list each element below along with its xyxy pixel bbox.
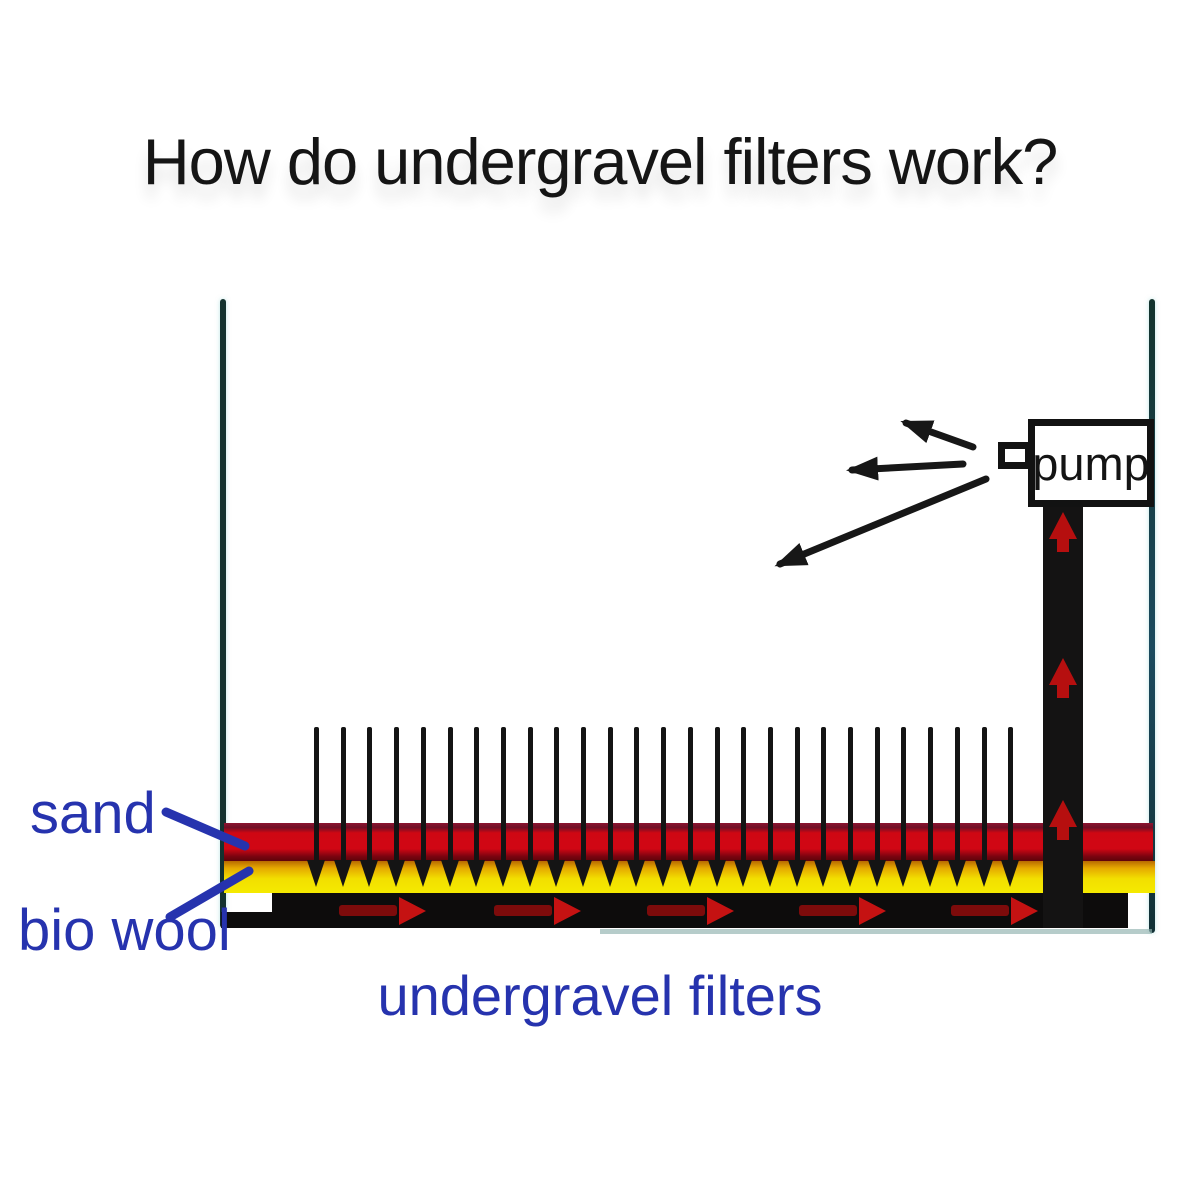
down-flow-arrow-line	[474, 727, 479, 864]
down-flow-arrow-line	[394, 727, 399, 864]
plate-flow-arrow-head	[1011, 897, 1038, 925]
down-flow-arrow-line	[768, 727, 773, 864]
down-flow-arrow-head	[467, 860, 485, 887]
down-flow-arrow-head	[547, 860, 565, 887]
down-flow-arrow-head	[841, 860, 859, 887]
page-title: How do undergravel filters work?	[142, 125, 1059, 198]
down-flow-arrow-line	[554, 727, 559, 864]
down-flow-arrow-head	[627, 860, 645, 887]
down-flow-arrow-head	[307, 860, 325, 887]
pump-spray-arrow-left	[846, 456, 967, 481]
down-flow-arrow-line	[341, 727, 346, 864]
plate-flow-arrow-head	[554, 897, 581, 925]
plate-flow-arrow-tail	[647, 905, 705, 916]
undergravel-filters-label: undergravel filters	[377, 964, 823, 1027]
down-flow-arrow-line	[795, 727, 800, 864]
down-flow-arrow-line	[688, 727, 693, 864]
tank-right-wall	[1149, 299, 1155, 933]
down-flow-arrow-head	[360, 860, 378, 887]
plate-flow-arrow-head	[707, 897, 734, 925]
down-flow-arrow-line	[982, 727, 987, 864]
plate-flow-arrow-head	[859, 897, 886, 925]
sand-label: sand	[30, 781, 156, 846]
tube-up-arrow-stem	[1057, 685, 1069, 698]
down-flow-arrow-line	[821, 727, 826, 864]
down-flow-arrow-line	[901, 727, 906, 864]
down-flow-arrow-head	[761, 860, 779, 887]
down-flow-arrow-line	[1008, 727, 1013, 864]
bio-wool-label: bio wool	[18, 898, 231, 963]
tube-up-arrow-head	[1049, 512, 1077, 539]
down-flow-arrow-line	[528, 727, 533, 864]
tube-up-arrow-stem	[1057, 827, 1069, 840]
down-flow-arrow-line	[955, 727, 960, 864]
down-flow-arrow-line	[634, 727, 639, 864]
down-flow-arrow-head	[894, 860, 912, 887]
down-flow-arrow-head	[788, 860, 806, 887]
pump-outlet-nozzle	[998, 442, 1032, 469]
plate-flow-arrow-tail	[494, 905, 552, 916]
pump-box: pump	[1028, 419, 1154, 507]
down-flow-arrow-head	[441, 860, 459, 887]
down-flow-arrow-line	[367, 727, 372, 864]
down-flow-arrow-head	[734, 860, 752, 887]
down-flow-arrow-head	[868, 860, 886, 887]
pump-spray-arrow-down	[774, 475, 990, 568]
down-flow-arrow-head	[574, 860, 592, 887]
down-flow-arrow-head	[1001, 860, 1019, 887]
down-flow-arrow-line	[848, 727, 853, 864]
down-flow-arrow-head	[414, 860, 432, 887]
plate-flow-arrow-head	[399, 897, 426, 925]
down-flow-arrow-line	[581, 727, 586, 864]
down-flow-arrow-line	[661, 727, 666, 864]
down-flow-arrow-head	[921, 860, 939, 887]
plate-flow-arrow-tail	[951, 905, 1009, 916]
down-flow-arrow-head	[708, 860, 726, 887]
down-flow-arrow-line	[314, 727, 319, 864]
down-flow-arrow-head	[814, 860, 832, 887]
down-flow-arrow-line	[421, 727, 426, 864]
pump-label: pump	[1032, 436, 1150, 490]
down-flow-arrow-line	[875, 727, 880, 864]
down-flow-arrow-head	[681, 860, 699, 887]
tube-up-arrow-head	[1049, 658, 1077, 685]
down-flow-arrow-head	[601, 860, 619, 887]
down-flow-arrow-line	[928, 727, 933, 864]
plate-flow-arrow-tail	[339, 905, 397, 916]
down-flow-arrow-head	[521, 860, 539, 887]
down-flow-arrow-head	[387, 860, 405, 887]
down-flow-arrow-line	[608, 727, 613, 864]
down-flow-arrow-head	[494, 860, 512, 887]
down-flow-arrow-line	[448, 727, 453, 864]
down-flow-arrow-head	[334, 860, 352, 887]
filter-plate-shadow	[600, 929, 1152, 934]
tube-up-arrow-stem	[1057, 539, 1069, 552]
down-flow-arrow-line	[501, 727, 506, 864]
down-flow-arrow-head	[948, 860, 966, 887]
down-flow-arrow-head	[975, 860, 993, 887]
pump-spray-arrow-up	[900, 419, 977, 451]
plate-flow-arrow-tail	[799, 905, 857, 916]
uplift-tube	[1043, 500, 1083, 928]
down-flow-arrow-line	[741, 727, 746, 864]
down-flow-arrow-head	[654, 860, 672, 887]
tube-up-arrow-head	[1049, 800, 1077, 827]
down-flow-arrow-line	[715, 727, 720, 864]
tank-left-wall	[220, 299, 226, 928]
